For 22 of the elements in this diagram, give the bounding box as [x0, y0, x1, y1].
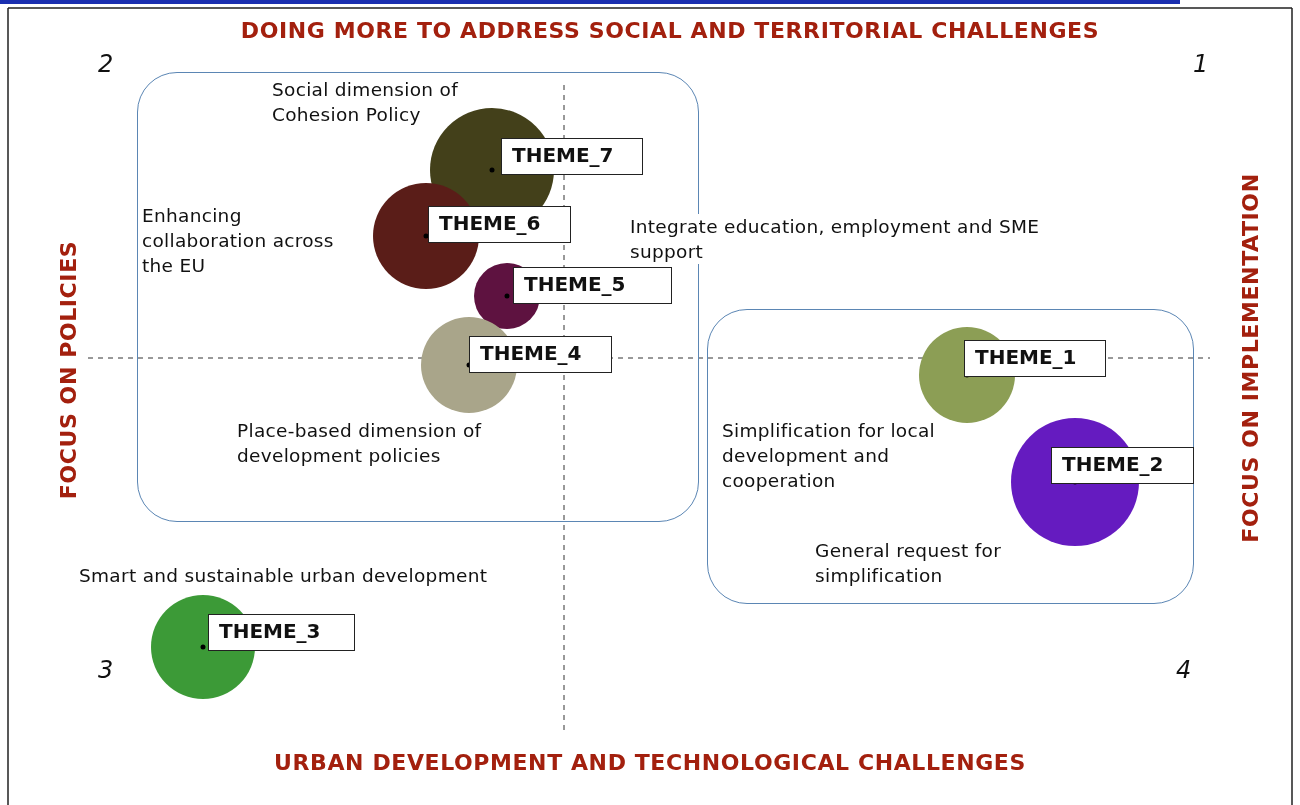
theme-label: THEME_1 [964, 340, 1106, 377]
theme-label: THEME_4 [469, 336, 612, 373]
theme-description: General request for simplification [815, 539, 1003, 588]
quadrant-number: 4 [1176, 658, 1192, 683]
theme-label: THEME_6 [428, 206, 571, 243]
group-outline [707, 309, 1194, 604]
axis-title: FOCUS ON POLICIES [55, 240, 81, 500]
theme-label: THEME_2 [1051, 447, 1194, 484]
axis-title: DOING MORE TO ADDRESS SOCIAL AND TERRITORIAL CHALLENGES [240, 17, 1100, 43]
theme-label: THEME_5 [513, 267, 672, 304]
theme-description: Smart and sustainable urban development [79, 564, 489, 588]
quadrant-number: 2 [98, 52, 114, 77]
theme-label: THEME_7 [501, 138, 643, 175]
axis-title: URBAN DEVELOPMENT AND TECHNOLOGICAL CHALLENGES [274, 749, 1026, 775]
theme-description: Place-based dimension of development policies [237, 419, 483, 468]
quadrant-number: 1 [1193, 52, 1209, 77]
theme-description: Social dimension of Cohesion Policy [272, 78, 459, 127]
axis-title: FOCUS ON IMPLEMENTATION [1237, 173, 1263, 543]
theme-label: THEME_3 [208, 614, 355, 651]
theme-description: Simplification for local development and cooperation [722, 419, 937, 493]
theme-description: Enhancing collaboration across the EU [142, 204, 335, 278]
quadrant-number: 3 [98, 658, 114, 683]
